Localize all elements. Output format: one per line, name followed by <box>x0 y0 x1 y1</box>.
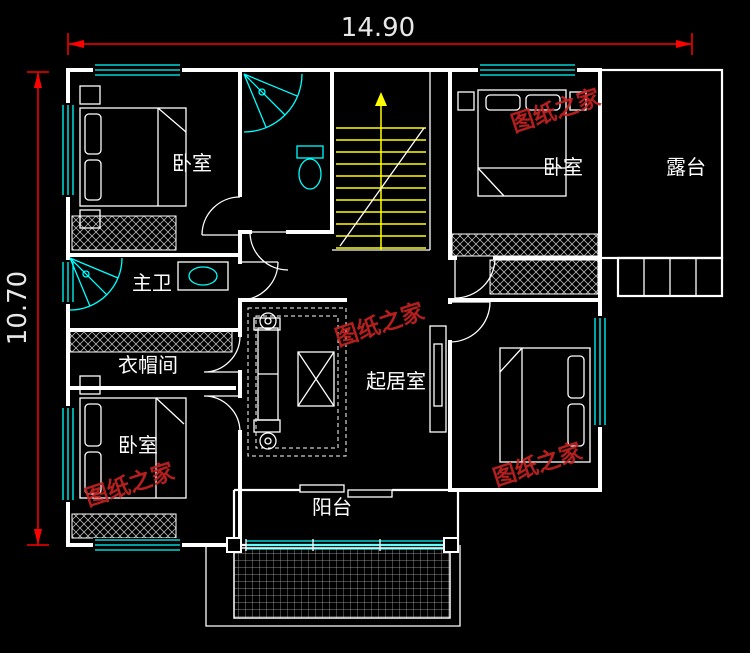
doors <box>201 196 496 498</box>
room-label-balcony: 阳台 <box>312 495 352 519</box>
sliding-door-icon <box>299 484 345 493</box>
living-room-furniture <box>247 307 447 457</box>
terrace-structure <box>598 68 724 298</box>
room-label-terrace: 露台 <box>666 155 706 179</box>
room-label-bedroom-bottom-left: 卧室 <box>118 433 158 457</box>
room-label-bedroom-top-left: 卧室 <box>172 151 212 175</box>
room-label-master-bath: 主卫 <box>132 271 172 295</box>
width-dimension-label: 14.90 <box>341 13 415 43</box>
interior-walls <box>66 68 602 547</box>
coffee-table-icon <box>297 351 335 407</box>
column-icon <box>226 537 242 553</box>
column-icon <box>443 537 459 553</box>
room-label-cloakroom: 衣帽间 <box>118 353 178 377</box>
windows <box>61 63 607 552</box>
bed-top-right <box>457 89 587 197</box>
bed-bottom-right <box>499 347 591 463</box>
bed-top-left <box>79 85 187 229</box>
height-dimension-label: 10.70 <box>3 271 33 345</box>
toilet-icon <box>298 158 322 190</box>
room-label-living-room: 起居室 <box>366 369 426 393</box>
hatch-areas <box>69 215 599 539</box>
sink-icon <box>188 266 218 286</box>
master-bath-fixtures <box>69 257 229 311</box>
room-label-bedroom-top-right: 卧室 <box>543 155 583 179</box>
dimension-height: 10.70 <box>3 71 49 546</box>
tv-cabinet-icon <box>429 325 447 433</box>
porch-steps <box>205 537 461 627</box>
bed-bottom-left <box>79 375 187 499</box>
bathroom-fixtures <box>243 73 324 190</box>
dimension-width: 14.90 <box>67 13 693 55</box>
staircase <box>336 92 426 250</box>
